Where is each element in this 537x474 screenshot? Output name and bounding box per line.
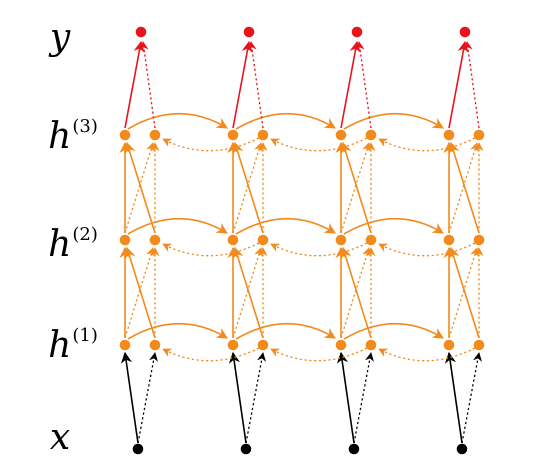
forward-recurrent-edge [127,323,228,340]
backward-hidden-node [149,339,161,351]
forward-to-backward-edge [232,247,263,339]
input-node [240,443,252,455]
forward-to-output-edge [232,40,253,129]
forward-hidden-node [119,339,131,351]
backward-to-forward-edge [448,141,480,234]
forward-recurrent-edge [235,218,336,235]
backward-to-forward-edge [232,141,264,234]
hidden-layer-3-label: h(3) [18,118,128,155]
forward-recurrent-edge [127,218,228,235]
input-label-text: x [49,417,71,458]
input-to-forward-edge [120,351,139,444]
backward-to-forward-edge [340,141,372,234]
forward-hidden-node [335,129,347,141]
forward-recurrent-edge [343,113,444,130]
input-to-forward-edge [228,351,247,444]
forward-hidden-node [119,129,131,141]
forward-hidden-node [443,234,455,246]
backward-to-forward-edge [124,141,156,234]
forward-hidden-node [227,129,239,141]
backward-hidden-node [149,129,161,141]
backward-to-output-edge [139,41,156,129]
hidden-layer-2-label-superscript: (2) [72,224,98,245]
forward-hidden-node [335,234,347,246]
input-node [348,443,360,455]
forward-recurrent-edge [127,113,228,130]
output-node [459,26,471,38]
hidden-layer-2-label: h(2) [18,226,128,263]
forward-to-backward-edge [340,142,371,234]
backward-hidden-node [257,339,269,351]
input-to-forward-edge [444,351,463,444]
forward-to-output-edge [124,40,145,129]
forward-to-backward-edge [124,142,155,234]
backward-hidden-node [365,129,377,141]
output-node [351,26,363,38]
backward-recurrent-edge [378,347,476,362]
forward-to-backward-edge [448,142,479,234]
backward-to-forward-edge [448,246,480,339]
backward-to-output-edge [247,41,264,129]
forward-to-output-edge [448,40,469,129]
input-to-forward-edge [336,351,355,444]
forward-recurrent-edge [235,323,336,340]
hidden-layer-3-label-base: h [48,116,72,157]
forward-hidden-node [443,339,455,351]
edges-group [119,40,484,444]
forward-hidden-node [335,339,347,351]
input-to-backward-edge [353,352,374,444]
backward-recurrent-edge [378,242,476,257]
input-to-backward-edge [461,352,482,444]
backward-recurrent-edge [162,347,260,362]
forward-to-backward-edge [124,247,155,339]
forward-hidden-node [119,234,131,246]
hidden-layer-1-label-superscript: (1) [72,325,98,346]
backward-hidden-node [473,129,485,141]
input-to-backward-edge [245,352,266,444]
backward-recurrent-edge [378,137,476,152]
forward-hidden-node [227,234,239,246]
forward-to-backward-edge [448,247,479,339]
backward-hidden-node [149,234,161,246]
backward-hidden-node [473,339,485,351]
input-row-label: x [0,420,120,456]
backward-to-output-edge [463,41,480,129]
backward-hidden-node [257,234,269,246]
backward-to-forward-edge [124,246,156,339]
backward-recurrent-edge [270,242,368,257]
input-node [456,443,468,455]
backward-recurrent-edge [162,137,260,152]
forward-to-backward-edge [340,247,371,339]
output-row-label: y [0,20,120,56]
backward-hidden-node [365,339,377,351]
forward-recurrent-edge [235,113,336,130]
forward-hidden-node [443,129,455,141]
backward-recurrent-edge [270,347,368,362]
backward-recurrent-edge [162,242,260,257]
input-to-backward-edge [137,352,158,444]
hidden-layer-1-label-base: h [48,325,72,366]
backward-to-output-edge [355,41,372,129]
backward-hidden-node [473,234,485,246]
forward-recurrent-edge [343,218,444,235]
output-label-text: y [49,17,71,58]
output-node [135,26,147,38]
backward-recurrent-edge [270,137,368,152]
forward-hidden-node [227,339,239,351]
backward-to-forward-edge [340,246,372,339]
forward-to-output-edge [340,40,361,129]
output-node [243,26,255,38]
forward-recurrent-edge [343,323,444,340]
hidden-layer-1-label: h(1) [18,327,128,364]
backward-to-forward-edge [232,246,264,339]
input-node [132,443,144,455]
nodes-group [119,26,485,455]
hidden-layer-2-label-base: h [48,224,72,265]
backward-hidden-node [365,234,377,246]
hidden-layer-3-label-superscript: (3) [72,116,98,137]
forward-to-backward-edge [232,142,263,234]
backward-hidden-node [257,129,269,141]
